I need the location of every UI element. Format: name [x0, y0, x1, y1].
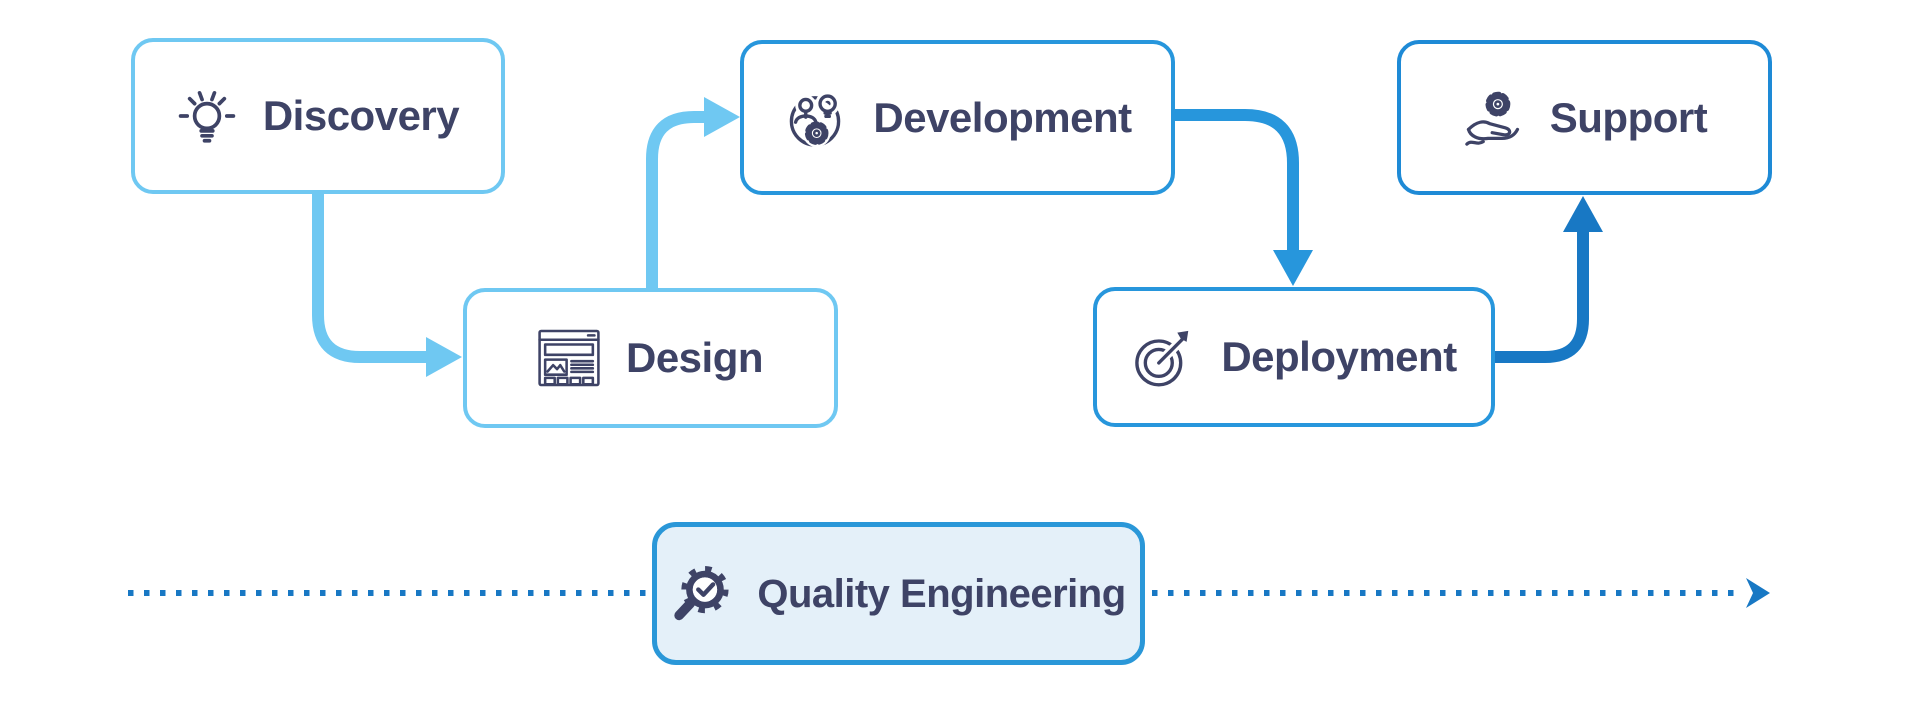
node-label-discovery: Discovery: [262, 92, 460, 139]
node-discovery: Discovery: [131, 38, 505, 194]
node-development: Development: [740, 40, 1175, 195]
arrow-development-to-deployment: [1173, 109, 1313, 286]
arrow-discovery-to-design: [312, 191, 462, 377]
node-label-deployment: Deployment: [1221, 333, 1457, 380]
node-label-development: Development: [873, 93, 1132, 141]
people-idea-gear-icon: [783, 85, 847, 151]
hand-holding-gear-icon: [1462, 87, 1524, 149]
wireframe-icon: [538, 329, 600, 387]
quality-dotted-line: [128, 578, 1770, 608]
node-design: Design: [463, 288, 838, 428]
dotted-line-arrowhead-icon: [1746, 578, 1770, 608]
arrow-design-to-development: [646, 97, 740, 290]
node-support: Support: [1397, 40, 1772, 195]
arrow-deployment-to-support: [1493, 196, 1603, 363]
magnifier-gear-check-icon: [671, 563, 733, 625]
target-dart-icon: [1131, 325, 1195, 389]
lightbulb-icon: [177, 83, 237, 149]
node-deployment: Deployment: [1093, 287, 1495, 427]
node-label-design: Design: [625, 334, 764, 381]
quality-engineering-banner: Quality Engineering: [652, 522, 1145, 665]
quality-engineering-label: Quality Engineering: [757, 571, 1126, 616]
node-label-support: Support: [1549, 93, 1708, 141]
